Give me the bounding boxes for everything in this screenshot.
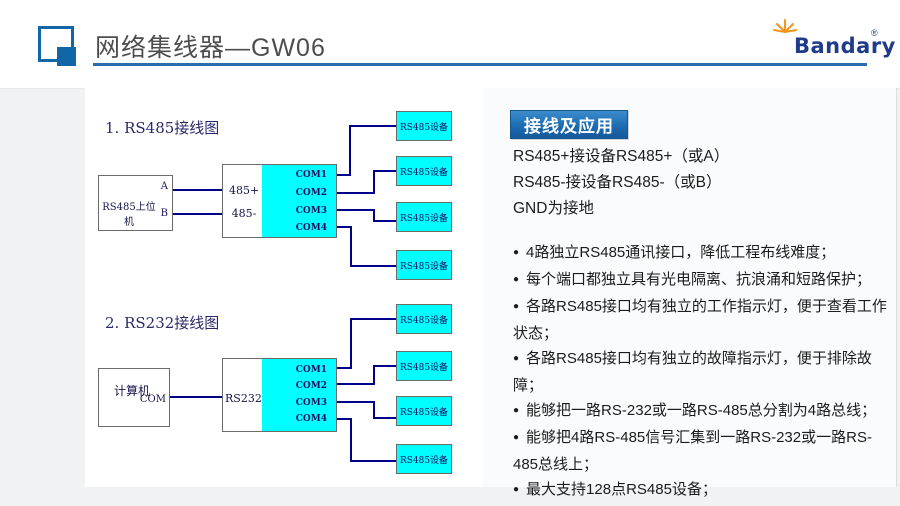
slide-header: 网络集线器—GW06 Bandary ®: [0, 0, 900, 89]
wire-segment: [350, 418, 352, 462]
rs485-device-box: RS485设备: [396, 250, 452, 280]
list-item: ●各路RS485接口均有独立的故障指示灯，便于排除故障；: [513, 346, 891, 398]
title-underline: [93, 63, 867, 66]
wiring-intro-text: RS485+接设备RS485+（或A） RS485-接设备RS485-（或B） …: [513, 144, 893, 222]
bullet-icon: ●: [513, 274, 520, 285]
port-b-label: B: [160, 208, 168, 219]
wire-segment: [373, 209, 375, 222]
wire-segment: [173, 189, 222, 191]
list-item: ● 能够把一路RS-232或一路RS-485总分割为4路总线；: [513, 398, 891, 425]
rs485-device-box: RS485设备: [396, 444, 452, 474]
bullet-text: 各路RS485接口均有独立的工作指示灯，便于查看工作状态；: [513, 298, 887, 342]
wire-segment: [350, 318, 352, 369]
computer-label: 计算机: [113, 384, 150, 398]
bullet-text: 能够把一路RS-232或一路RS-485总分割为4路总线；: [526, 402, 877, 419]
rs485-device-box: RS485设备: [396, 202, 452, 232]
hub2-input-rs232: RS232: [225, 392, 262, 405]
wire-segment: [337, 209, 375, 211]
title-decoration-square-fill: [57, 47, 76, 66]
wire-segment: [373, 170, 396, 172]
port-a-label: A: [160, 181, 168, 192]
hub1-com4-label: COM4: [295, 223, 327, 233]
page-title: 网络集线器—GW06: [95, 34, 326, 62]
wire-segment: [337, 383, 375, 385]
diagram2-title: 2. RS232接线图: [105, 314, 220, 332]
rs485-host-label: RS485上位机: [102, 202, 156, 228]
com-port-label: COM: [139, 394, 166, 405]
bullet-icon: ●: [513, 405, 520, 416]
wire-segment: [337, 418, 352, 420]
wire-segment: [337, 226, 352, 228]
title-decoration-square-outline: [38, 26, 74, 62]
wire-segment: [170, 396, 222, 398]
bullet-icon: ●: [513, 432, 520, 443]
wire-segment: [350, 226, 352, 267]
wire-segment: [350, 318, 396, 320]
rs485-device-box: RS485设备: [396, 304, 452, 334]
wire-segment: [337, 367, 352, 369]
rs485-host-box: RS485上位机 A B: [98, 175, 173, 231]
bullet-icon: ●: [513, 353, 520, 364]
rs485-device-box: RS485设备: [396, 351, 452, 381]
hub2-box: RS232 COM1 COM2 COM3 COM4: [222, 358, 337, 432]
wire-segment: [373, 220, 396, 222]
hub2-com3-label: COM3: [295, 398, 327, 408]
hub2-com4-label: COM4: [295, 414, 327, 424]
hub1-com3-label: COM3: [295, 206, 327, 216]
wire-segment: [373, 365, 396, 367]
section-heading-badge: 接线及应用: [510, 110, 628, 139]
hub2-com2-label: COM2: [295, 381, 327, 391]
list-item: ●能够把4路RS-485信号汇集到一路RS-232或一路RS-485总线上；: [513, 425, 891, 477]
hub1-com1-label: COM1: [295, 170, 327, 180]
brand-logo-text: Bandary: [794, 34, 896, 58]
intro-line: RS485-接设备RS485-（或B）: [513, 174, 722, 191]
diagram1-title: 1. RS485接线图: [105, 119, 220, 137]
bullet-icon: ●: [513, 247, 520, 258]
bullet-text: 每个端口都独立具有光电隔离、抗浪涌和短路保护；: [526, 271, 872, 288]
list-item: ● 4路独立RS485通讯接口，降低工程布线难度；: [513, 240, 891, 267]
wire-segment: [373, 170, 375, 194]
rs485-device-box: RS485设备: [396, 111, 452, 141]
wire-segment: [349, 125, 396, 127]
wire-segment: [337, 174, 351, 176]
wire-segment: [373, 417, 396, 419]
wire-segment: [349, 125, 351, 176]
hub1-com-section: [262, 165, 336, 237]
sun-icon: [772, 18, 798, 41]
list-item: ●各路RS485接口均有独立的工作指示灯，便于查看工作状态；: [513, 294, 891, 346]
list-item: ● 最大支持128点RS485设备；: [513, 477, 891, 504]
intro-line: RS485+接设备RS485+（或A）: [513, 148, 730, 165]
intro-line: GND为接地: [513, 200, 594, 217]
feature-bullet-list: ● 4路独立RS485通讯接口，降低工程布线难度； ● 每个端口都独立具有光电隔离、…: [513, 240, 891, 504]
list-item: ● 每个端口都独立具有光电隔离、抗浪涌和短路保护；: [513, 267, 891, 294]
rs485-device-box: RS485设备: [396, 396, 452, 426]
wire-segment: [350, 265, 396, 267]
bullet-text: 最大支持128点RS485设备；: [526, 481, 717, 498]
hub1-box: 485+ 485- COM1 COM2 COM3 COM4: [222, 164, 337, 238]
bullet-text: 各路RS485接口均有独立的故障指示灯，便于排除故障；: [513, 350, 872, 394]
rs485-device-box: RS485设备: [396, 156, 452, 186]
wire-segment: [173, 213, 222, 215]
hub1-input-minus: 485-: [231, 207, 257, 220]
wire-segment: [373, 401, 375, 419]
wire-segment: [373, 365, 375, 385]
hub2-com1-label: COM1: [295, 365, 327, 375]
wire-segment: [337, 401, 375, 403]
bullet-icon: ●: [513, 301, 520, 312]
hub1-input-plus: 485+: [229, 184, 260, 197]
bullet-icon: ●: [513, 484, 520, 495]
bullet-text: 4路独立RS485通讯接口，降低工程布线难度；: [526, 244, 836, 261]
wire-segment: [350, 460, 396, 462]
bullet-text: 能够把4路RS-485信号汇集到一路RS-232或一路RS-485总线上；: [513, 429, 872, 473]
wire-segment: [337, 192, 375, 194]
computer-box: 计算机 COM: [98, 368, 170, 427]
brand-logo: Bandary ®: [770, 18, 895, 62]
hub2-com-section: [262, 359, 336, 431]
hub1-com2-label: COM2: [295, 188, 327, 198]
registered-trademark-symbol: ®: [871, 28, 878, 38]
